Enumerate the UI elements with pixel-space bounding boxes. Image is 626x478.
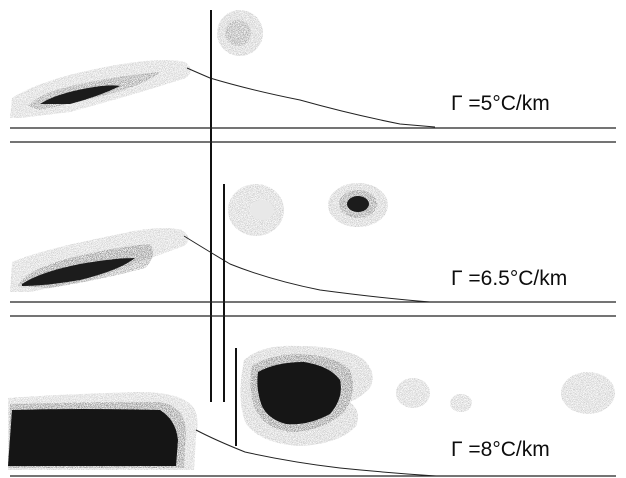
panel-1 bbox=[10, 10, 616, 402]
lapse-rate-label-2: Γ =6.5°C/km bbox=[451, 267, 567, 291]
cloud-blob-core bbox=[347, 196, 369, 212]
cloud-blob-core bbox=[250, 200, 274, 220]
mountain-dark-core bbox=[8, 409, 178, 466]
terrain-profile bbox=[184, 236, 430, 302]
terrain-profile bbox=[187, 68, 435, 127]
cloud-blob bbox=[561, 372, 615, 414]
cloud-blob bbox=[396, 378, 430, 408]
cloud-blob bbox=[450, 394, 472, 412]
cloud-blob-core bbox=[225, 20, 251, 46]
lapse-rate-label-3: Γ =8°C/km bbox=[451, 438, 550, 462]
lapse-rate-label-1: Γ =5°C/km bbox=[451, 92, 550, 116]
